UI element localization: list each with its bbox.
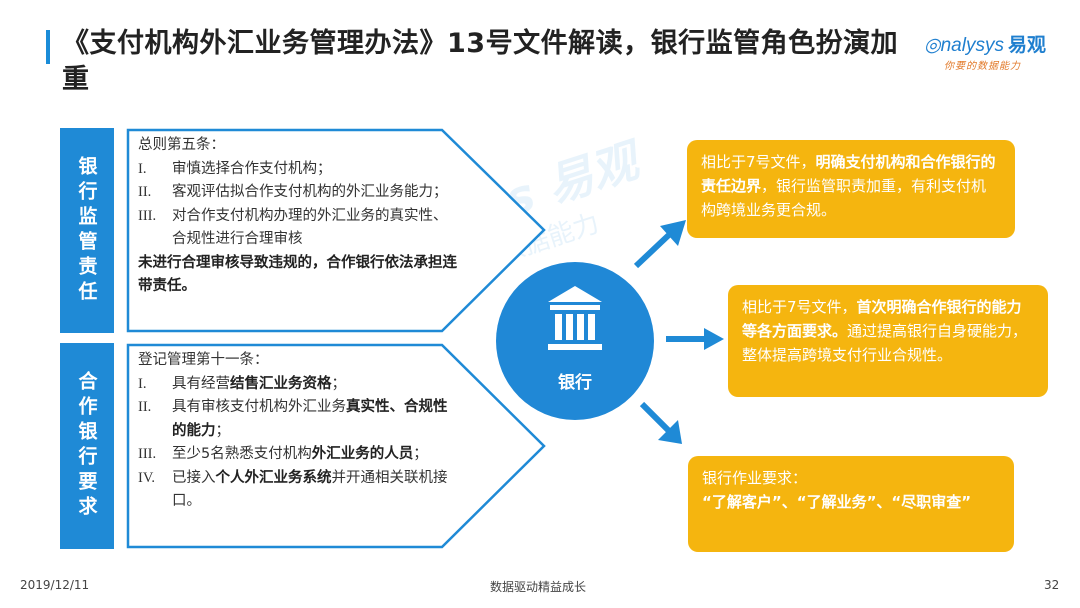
section-label-bank-requirements: 合作银行要求: [60, 343, 114, 549]
list-item: I.审慎选择合作支付机构；: [138, 160, 332, 177]
section-box-bank-requirements: 登记管理第十一条： I.具有经营结售汇业务资格； II.具有审核支付机构外汇业务…: [126, 343, 546, 549]
note-responsibility-boundary: 相比于7号文件，明确支付机构和合作银行的责任边界，银行监管职责加重，有利支付机构…: [687, 140, 1015, 238]
logo-brand-cn: 易观: [1007, 34, 1046, 56]
section-label-bank-duty: 银行监管责任: [60, 128, 114, 333]
footer-slogan: 数据驱动精益成长: [490, 580, 587, 594]
note-capability-requirements: 相比于7号文件，首次明确合作银行的能力等各方面要求。通过提高银行自身硬能力，整体…: [728, 285, 1048, 397]
logo-brand-en: ◎nalysys: [924, 35, 1004, 56]
title-accent-bar: [46, 30, 50, 64]
list-item: III.对合作支付机构办理的外汇业务的真实性、合规性进行合理审核: [138, 207, 448, 248]
footer-date: 2019/12/11: [20, 578, 90, 592]
section-heading: 登记管理第十一条：: [138, 352, 269, 368]
bank-icon: [548, 286, 602, 350]
section-conclusion: 未进行合理审核导致违规的，合作银行依法承担连带责任。: [138, 254, 457, 295]
section-heading: 总则第五条：: [138, 137, 225, 153]
list-item: IV.已接入个人外汇业务系统并开通相关联机接口。: [138, 469, 448, 510]
arrow-box-outline: [126, 343, 546, 549]
list-item: II.具有审核支付机构外汇业务真实性、合规性的能力；: [138, 399, 448, 439]
logo-slogan: 你要的数据能力: [944, 61, 1021, 72]
bank-label: 银行: [558, 373, 592, 393]
arrow-down-right-icon: [639, 401, 682, 444]
arrow-right-icon: [666, 328, 724, 350]
list-item: I.具有经营结售汇业务资格；: [138, 375, 346, 392]
page-number: 32: [1044, 578, 1060, 592]
list-item: II.客观评估拟合作支付机构的外汇业务能力；: [138, 184, 448, 200]
arrow-box-outline: [126, 128, 546, 333]
arrow-up-right-icon: [633, 220, 686, 269]
list-item: III.至少5名熟悉支付机构外汇业务的人员；: [138, 446, 428, 462]
section-box-bank-duty: 总则第五条： I.审慎选择合作支付机构； II.客观评估拟合作支付机构的外汇业务…: [126, 128, 546, 333]
note-bank-operation-requirements: 银行作业要求：“了解客户”、“了解业务”、“尽职审查”: [688, 456, 1014, 552]
page-title: 《支付机构外汇业务管理办法》13号文件解读，银行监管角色扮演加重: [62, 28, 899, 95]
